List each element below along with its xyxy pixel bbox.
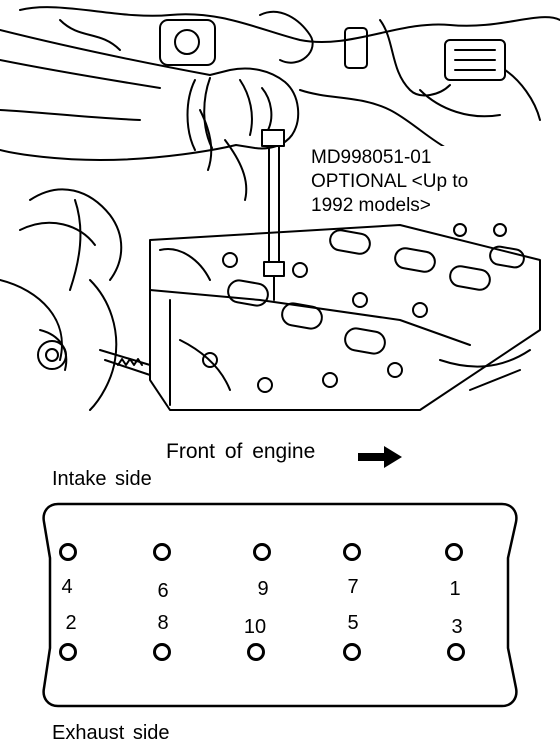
bolt-order-number: 3 [451,616,463,638]
bolt-hole-icon [253,543,271,561]
callout-tool-number: MD998051-01 [311,147,432,168]
bolt-order-number: 6 [157,580,169,602]
bolt-order-number: 4 [61,576,73,598]
bolt-order-number: 7 [347,576,359,598]
front-of-engine-label: Front of engine [166,440,316,463]
bolt-hole-icon [445,543,463,561]
exhaust-side-label: Exhaust side [52,722,170,744]
cylinder-head-plan: 4 6 9 7 1 2 8 10 5 3 [30,498,530,710]
arrow-right-icon [358,446,402,468]
engine-illustration [0,6,560,411]
bolt-hole-icon [59,643,77,661]
tool-callout: MD998051-01 OPTIONAL <Up to 1992 models> [308,146,472,218]
bolt-hole-icon [59,543,77,561]
intake-side-label: Intake side [52,468,152,490]
bolt-order-number: 8 [157,612,169,634]
bolt-hole-icon [343,543,361,561]
callout-model-years: 1992 models> [311,195,431,216]
bolt-order-number: 9 [257,578,269,600]
bolt-order-number: 1 [449,578,461,600]
bolt-hole-icon [343,643,361,661]
bolt-hole-icon [153,543,171,561]
bolt-hole-icon [153,643,171,661]
callout-optional: OPTIONAL <Up to [311,171,469,192]
bolt-hole-icon [447,643,465,661]
bolt-hole-icon [247,643,265,661]
bolt-order-number: 10 [243,616,267,638]
bolt-order-number: 2 [65,612,77,634]
cylinder-head-outline [42,502,518,708]
bolt-order-number: 5 [347,612,359,634]
